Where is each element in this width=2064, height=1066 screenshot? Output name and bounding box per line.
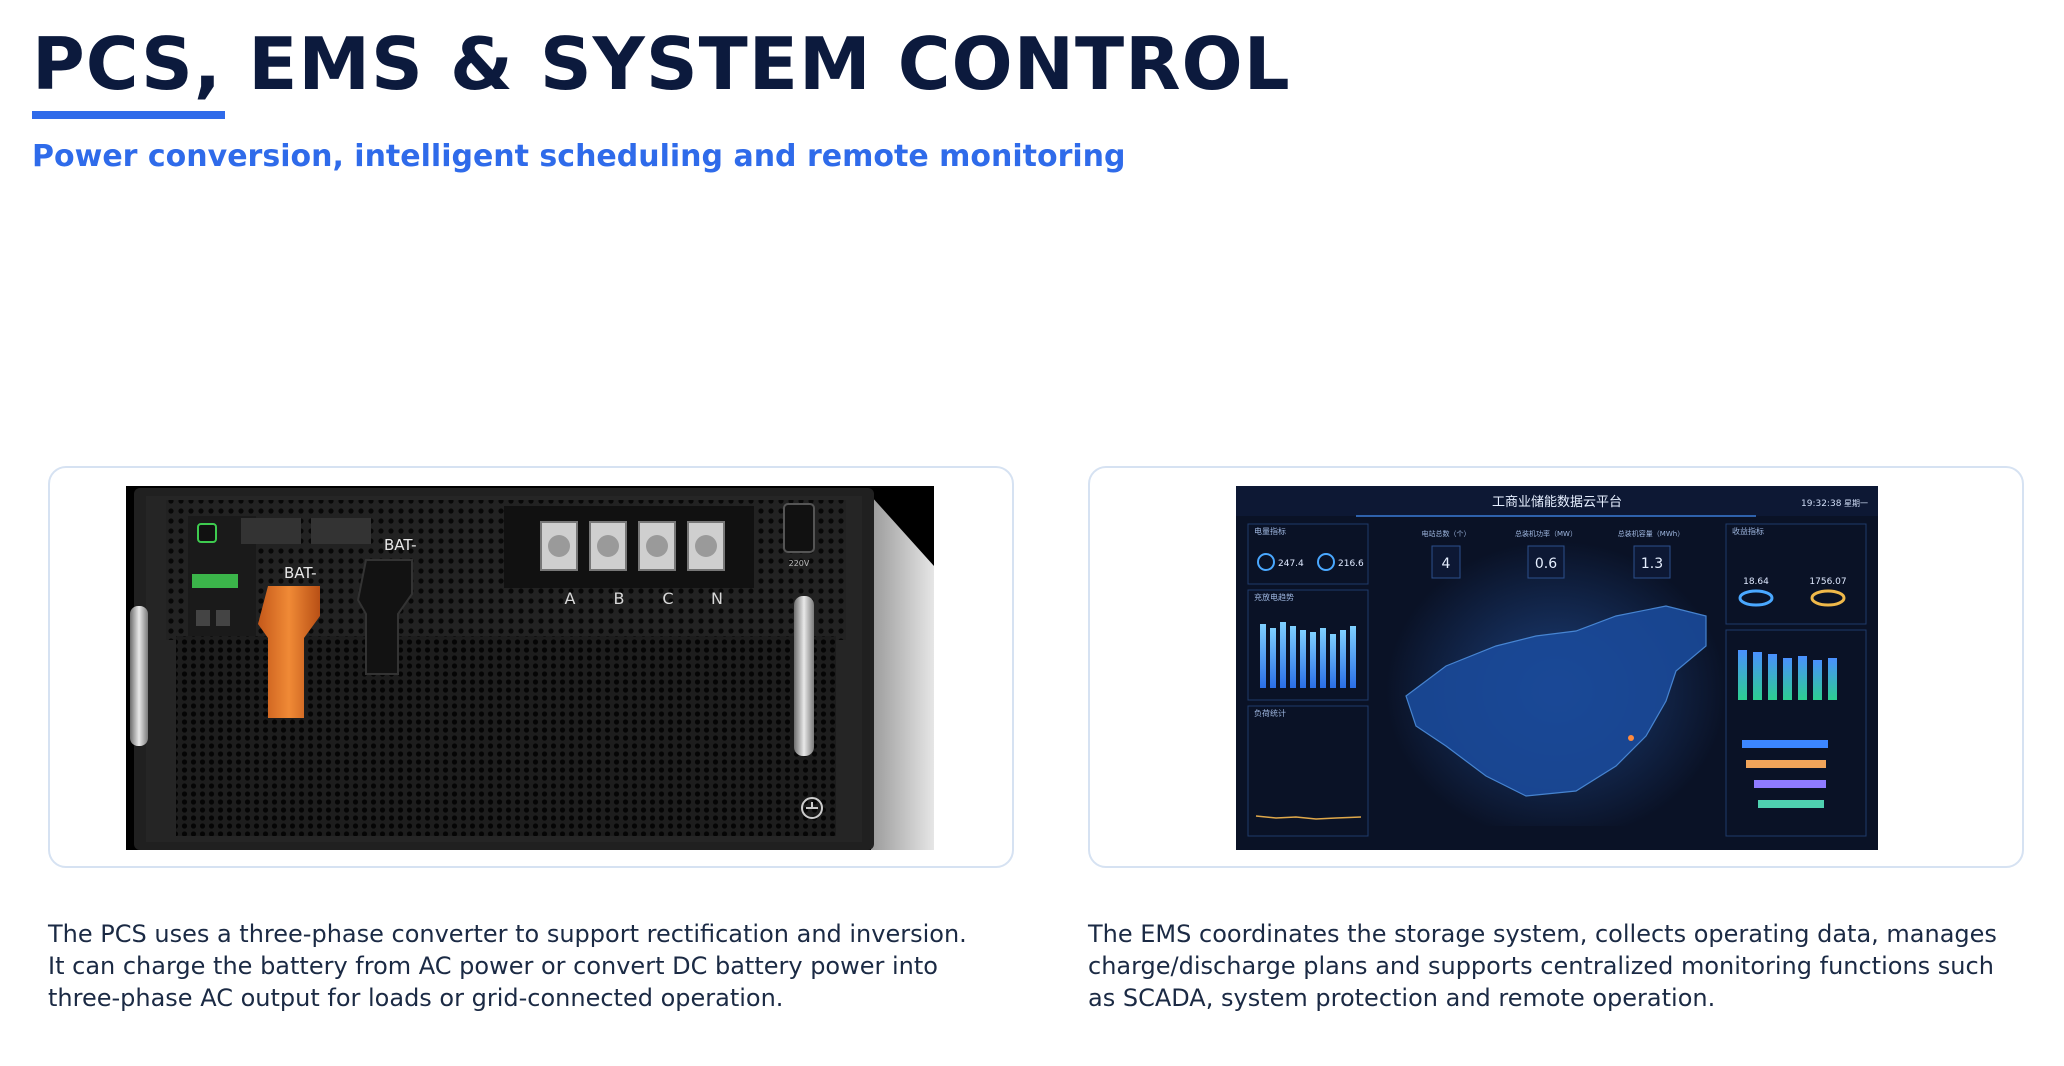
ems-description: The EMS coordinates the storage system, … — [1088, 920, 1997, 1012]
title-underline — [32, 111, 225, 119]
ems-left-panel-title: 电量指标 — [1254, 526, 1286, 536]
page-subtitle: Power conversion, intelligent scheduling… — [32, 139, 1126, 174]
pcs-card: 220V A B C N BAT- BAT- — [48, 466, 1014, 868]
ems-stat-2: 216.6 — [1338, 559, 1364, 569]
bat-negative-label: BAT- — [284, 564, 317, 582]
bat-positive-label: BAT- — [384, 536, 417, 554]
phase-n-label: N — [711, 589, 723, 608]
ems-chart-panel-title: 充放电趋势 — [1254, 592, 1294, 602]
ems-lower-panel-title: 负荷统计 — [1254, 708, 1286, 718]
ems-gauge-2: 1756.07 — [1809, 577, 1846, 587]
ems-kpi-1-label: 电站总数（个） — [1422, 529, 1471, 538]
ems-dashboard-title: 工商业储能数据云平台 — [1492, 495, 1622, 510]
ems-card: 工商业储能数据云平台 19:32:38 星期一 电量指标 充放电趋势 负荷统计 … — [1088, 466, 2024, 868]
page-title: PCS, EMS & SYSTEM CONTROL — [32, 22, 1291, 106]
pcs-socket-label: 220V — [789, 559, 810, 568]
ems-clock-time: 19:32:38 — [1801, 499, 1842, 509]
ems-kpi-2-label: 总装机功率（MW） — [1515, 529, 1577, 538]
ems-dashboard-image: 工商业储能数据云平台 19:32:38 星期一 电量指标 充放电趋势 负荷统计 … — [1236, 486, 1878, 850]
ems-kpi-3-label: 总装机容量（MWh） — [1618, 529, 1684, 538]
ems-clock-day: 星期一 — [1844, 499, 1868, 508]
phase-a-label: A — [565, 589, 576, 608]
phase-c-label: C — [662, 589, 673, 608]
pcs-product-image: 220V A B C N BAT- BAT- — [126, 486, 934, 850]
ems-stat-1: 247.4 — [1278, 559, 1304, 569]
ems-right-panel-title: 收益指标 — [1732, 526, 1764, 536]
phase-b-label: B — [614, 589, 625, 608]
ems-gauge-1: 18.64 — [1743, 577, 1769, 587]
ems-kpi-3-value: 1.3 — [1641, 556, 1663, 572]
ems-kpi-1-value: 4 — [1442, 556, 1451, 572]
pcs-description: The PCS uses a three-phase converter to … — [48, 920, 967, 1012]
ems-kpi-2-value: 0.6 — [1535, 556, 1557, 572]
